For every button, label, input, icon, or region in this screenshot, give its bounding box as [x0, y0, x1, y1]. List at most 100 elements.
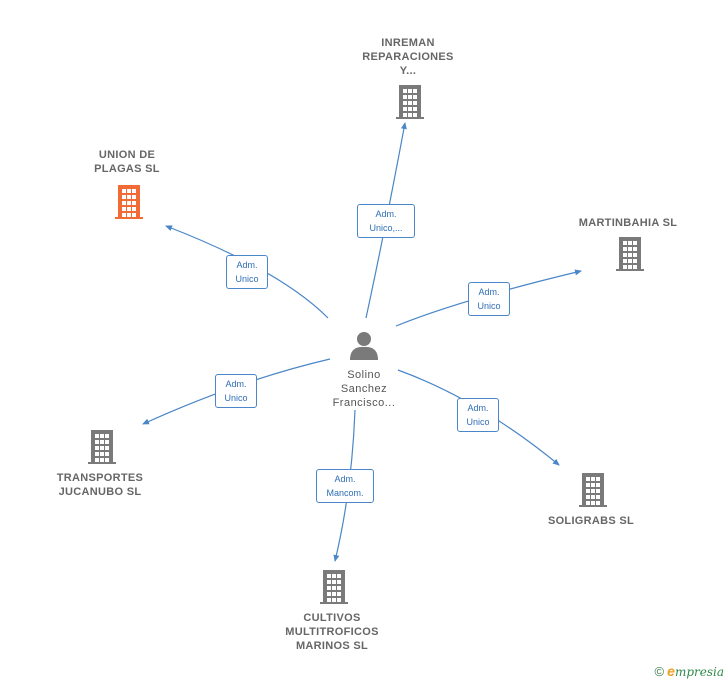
building-window — [127, 201, 131, 205]
building-window — [633, 253, 637, 257]
edge-label-line: Unico — [477, 301, 501, 311]
person-name-label-line: Sanchez — [340, 383, 388, 395]
company-label-soligrabs: SOLIGRABS SL — [531, 514, 651, 528]
building-window — [596, 501, 600, 505]
building-window — [127, 207, 131, 211]
building-window — [591, 483, 595, 487]
building-window — [591, 477, 595, 481]
edge-label-line: Mancom. — [326, 488, 364, 498]
building-window — [327, 598, 331, 602]
building-window — [100, 440, 104, 444]
building-window — [332, 580, 336, 584]
building-icon-cultivos — [320, 570, 348, 604]
building-window — [586, 489, 590, 493]
brand-name: mpresia — [674, 665, 724, 679]
edge-label-union[interactable]: Adm.Unico — [226, 255, 268, 289]
building-base — [115, 217, 143, 219]
building-window — [586, 501, 590, 505]
building-window — [132, 207, 136, 211]
building-icon-soligrabs — [579, 473, 607, 507]
building-window — [100, 434, 104, 438]
building-window — [122, 189, 126, 193]
building-window — [127, 213, 131, 217]
building-window — [332, 574, 336, 578]
company-label-inreman: INREMAN REPARACIONES Y... — [348, 36, 468, 78]
building-window — [95, 440, 99, 444]
building-icon-transportes — [88, 430, 116, 464]
icons-layer — [88, 85, 644, 604]
building-window — [586, 495, 590, 499]
edge-label-martinbahia[interactable]: Adm.Unico — [468, 282, 510, 316]
edge-label-line: Adm. — [334, 474, 356, 484]
building-window — [623, 247, 627, 251]
company-label-soligrabs-line: SOLIGRABS SL — [547, 515, 635, 527]
building-window — [408, 113, 412, 117]
building-window — [623, 253, 627, 257]
building-window — [132, 189, 136, 193]
edge-label-inreman[interactable]: Adm.Unico,... — [357, 204, 415, 238]
building-window — [105, 434, 109, 438]
building-window — [633, 259, 637, 263]
company-label-cultivos-line: MULTITROFICOS — [285, 626, 379, 638]
company-label-union-line: UNION DE — [98, 149, 156, 161]
company-label-transportes: TRANSPORTES JUCANUBO SL — [40, 471, 160, 499]
building-window — [122, 195, 126, 199]
building-window — [413, 89, 417, 93]
copyright-symbol: © — [654, 664, 665, 679]
building-window — [628, 253, 632, 257]
building-window — [337, 586, 341, 590]
building-base — [320, 602, 348, 604]
company-label-martinbahia-line: MARTINBAHIA SL — [578, 217, 678, 229]
building-window — [127, 195, 131, 199]
person-icon — [350, 332, 378, 360]
building-window — [413, 113, 417, 117]
edge-label-line: Adm. — [467, 403, 489, 413]
edge-label-cultivos[interactable]: Adm. Mancom. — [316, 469, 374, 503]
building-base — [88, 462, 116, 464]
building-icon-martinbahia — [616, 237, 644, 271]
edge-label-line: Unico — [235, 274, 259, 284]
building-window — [413, 107, 417, 111]
company-label-cultivos-line: CULTIVOS — [303, 612, 361, 624]
building-window — [591, 495, 595, 499]
company-label-inreman-line: INREMAN — [381, 37, 435, 49]
building-window — [100, 452, 104, 456]
building-window — [95, 452, 99, 456]
brand-initial: e — [667, 663, 675, 679]
building-window — [105, 440, 109, 444]
person-name-label-line: Francisco... — [332, 397, 396, 409]
edge-label-line: Unico — [466, 417, 490, 427]
building-window — [633, 241, 637, 245]
building-window — [327, 574, 331, 578]
building-window — [586, 477, 590, 481]
building-window — [586, 483, 590, 487]
building-window — [591, 489, 595, 493]
edge-label-transportes[interactable]: Adm.Unico — [215, 374, 257, 408]
footer-brand: ©empresia — [655, 663, 724, 679]
building-window — [633, 247, 637, 251]
company-label-transportes-line: JUCANUBO SL — [58, 486, 142, 498]
building-window — [408, 95, 412, 99]
building-window — [337, 592, 341, 596]
building-window — [105, 446, 109, 450]
building-window — [95, 434, 99, 438]
building-base — [579, 505, 607, 507]
company-label-inreman-line: Y... — [399, 65, 417, 77]
building-window — [127, 189, 131, 193]
building-window — [408, 89, 412, 93]
company-label-inreman-line: REPARACIONES — [362, 51, 454, 63]
building-icon-union — [115, 185, 143, 219]
edge-label-soligrabs[interactable]: Adm. Unico — [457, 398, 499, 432]
company-label-transportes-line: TRANSPORTES — [56, 472, 144, 484]
building-window — [95, 446, 99, 450]
building-window — [332, 592, 336, 596]
building-window — [122, 201, 126, 205]
building-window — [327, 586, 331, 590]
building-window — [403, 95, 407, 99]
building-window — [122, 213, 126, 217]
building-window — [596, 489, 600, 493]
building-window — [596, 483, 600, 487]
building-window — [633, 265, 637, 269]
